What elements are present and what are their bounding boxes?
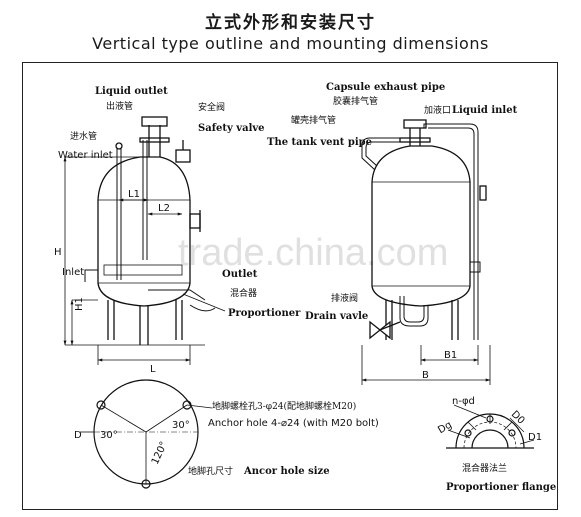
dim-d: D [74,430,82,441]
label-drain-valve: Drain vavle [305,311,368,322]
left-dimensions [63,156,226,365]
drain-pipe [399,296,429,327]
label-capsule-exhaust-cn: 胶囊排气管 [333,95,378,107]
flange-inner-arc [471,429,509,449]
label-tank-vent: The tank vent pipe [267,137,372,148]
angle-120: 120° [150,440,170,466]
left-tank-view [84,116,216,345]
safety-valve-body [175,149,191,163]
left-bladder-line [103,264,183,276]
label-water-inlet-cn: 进水管 [70,130,97,142]
page-title-en: Vertical type outline and mounting dimen… [92,34,489,53]
label-flange-cn: 混合器法兰 [462,462,507,474]
label-anchor-size-cn: 地脚孔尺寸 [188,465,233,477]
flange-d0: D0 [509,409,527,427]
dim-l1: L1 [128,189,140,200]
label-anchor-note: Anchor hole 4-⌀24 (with M20 bolt) [208,418,379,429]
left-side-nozzle [189,213,201,229]
label-safety-valve-cn: 安全阀 [198,101,225,113]
label-flange: Proportioner flange [446,482,556,493]
label-anchor-note-cn: 地脚螺栓孔3-φ24(配地脚螺栓M20) [212,400,356,412]
label-anchor-size: Ancor hole size [243,466,330,477]
right-dimensions [361,345,491,385]
dim-l: L [150,364,156,375]
proportioner-flange-view [446,404,535,449]
tank-vent-pipe [361,137,408,171]
anchor-hole-view [80,379,213,489]
flange-dg: Dg [436,420,454,437]
right-tank-shell [371,145,471,307]
label-proportioner: Proportioner [228,308,301,319]
right-top-flange [403,119,427,129]
label-tank-vent-cn: 罐壳排气管 [291,114,336,126]
label-liquid-outlet-cn: 出液管 [106,100,133,112]
dim-b: B [422,370,429,381]
dim-b1: B1 [444,350,457,361]
label-liquid-outlet: Liquid outlet [95,86,168,97]
flange-n-d: n-φd [452,396,475,407]
label-liquid-inlet: Liquid inlet [452,105,518,116]
right-tank-view [361,119,487,340]
dim-h: H [54,247,62,258]
dim-l2: L2 [158,203,170,214]
label-capsule-exhaust: Capsule exhaust pipe [326,82,445,93]
liquid-inlet-pipe [423,123,479,340]
label-liquid-inlet-cn: 加液口 [424,104,451,116]
drawing-frame [22,62,558,510]
label-safety-valve: Safety valve [198,123,265,134]
angle-30-right: 30° [172,420,190,431]
label-water-inlet: Water inlet [58,150,113,161]
label-mixer-cn: 混合器 [230,287,257,299]
anchor-hole-left [96,400,106,410]
flange-d1: D1 [528,432,542,443]
anchor-hole-right [182,400,192,410]
watermark-text: trade.china.com [178,232,448,274]
label-outlet: Outlet [222,269,258,280]
angle-30-left: 30° [100,430,118,441]
dim-h1: H1 [74,297,85,311]
left-top-flange [141,116,168,127]
label-drain-cn: 排液阀 [331,292,358,304]
left-tank-shell [97,156,191,307]
label-inlet: Inlet [62,267,84,278]
page-title-cn: 立式外形和安装尺寸 [205,13,376,33]
